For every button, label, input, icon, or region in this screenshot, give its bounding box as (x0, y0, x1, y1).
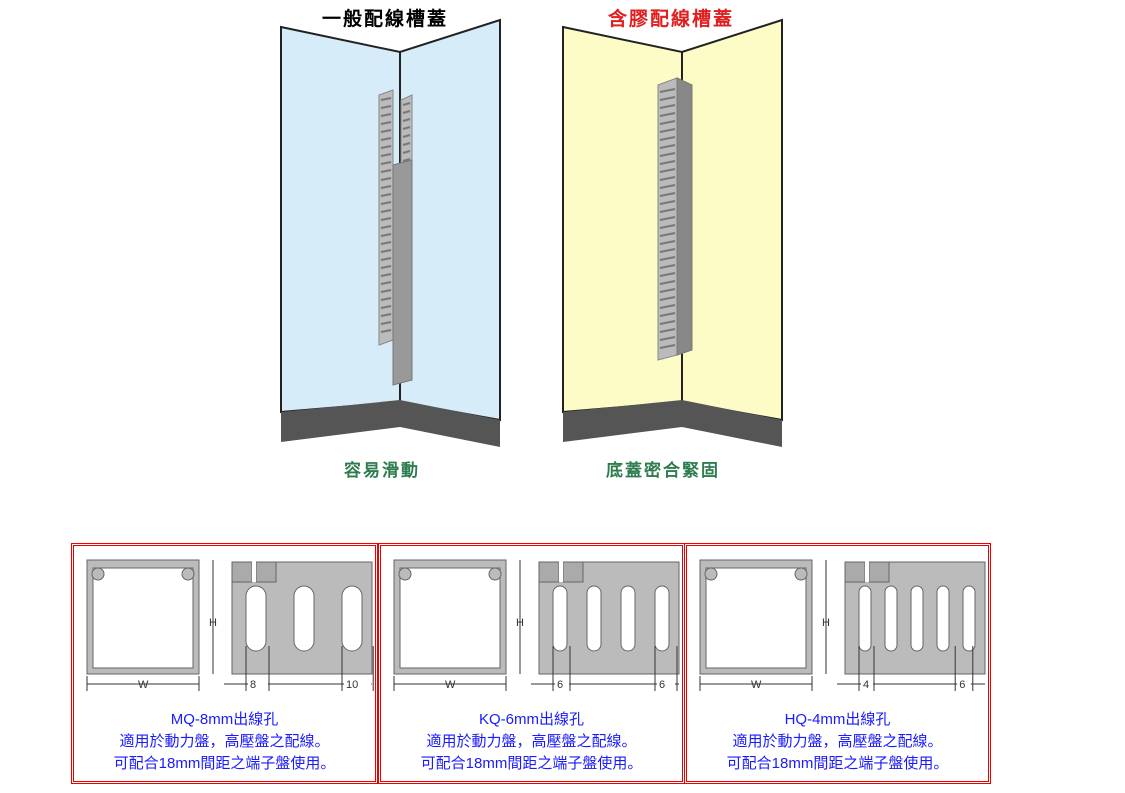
comb-side-view (844, 556, 986, 675)
left-panel-title: 一般配線槽蓋 (322, 8, 449, 30)
wire-slot (858, 585, 872, 652)
wire-slot (620, 585, 636, 652)
wire-slot (586, 585, 602, 652)
cross-section-diagram: H W 8 10 (86, 556, 374, 691)
dimension-lines (699, 560, 827, 691)
wire-slot (962, 585, 976, 652)
product-note: 可配合18mm間距之端子盤使用。 (113, 755, 336, 772)
dim-w-label: W (138, 679, 149, 691)
wire-slot (552, 585, 568, 652)
duct-cover-illustration (280, 18, 783, 447)
duct-profile (86, 559, 200, 675)
dim-h-label: H (822, 617, 830, 629)
right-corner-wall (562, 18, 783, 447)
dim-w-label: W (445, 679, 456, 691)
dimension-lines (393, 560, 521, 691)
product-usage: 適用於動力盤，高壓盤之配線。 (426, 733, 637, 750)
product-note: 可配合18mm間距之端子盤使用。 (726, 755, 949, 772)
product-usage: 適用於動力盤，高壓盤之配線。 (119, 733, 330, 750)
wire-slot (910, 585, 924, 652)
cross-section-diagram: H W 4 6 (699, 556, 986, 691)
slot-pitch-label: 6 (959, 679, 965, 691)
duct-profile (699, 559, 813, 675)
wire-slot (936, 585, 950, 652)
product-card-mq: H W 8 10 MQ-8mm出線孔適用於動力盤，高壓盤之配線。可配合18mm間… (71, 543, 378, 784)
wire-slot (341, 585, 363, 652)
dimension-lines (86, 560, 214, 691)
slot-pitch-label: 6 (659, 679, 665, 691)
duct-profile (393, 559, 507, 675)
product-card-kq: H W 6 6 KQ-6mm出線孔適用於動力盤，高壓盤之配線。可配合18mm間距… (378, 543, 685, 784)
dim-h-label: H (516, 617, 524, 629)
product-model: KQ-6mm出線孔 (478, 711, 584, 728)
right-panel-caption: 底蓋密合緊固 (606, 461, 720, 481)
dim-w-label: W (751, 679, 762, 691)
left-panel-caption: 容易滑動 (344, 461, 420, 481)
right-panel-title: 含膠配線槽蓋 (608, 8, 735, 30)
wire-slot (245, 585, 267, 652)
wire-slot (654, 585, 670, 652)
wire-slot (293, 585, 315, 652)
slot-width-label: 8 (250, 679, 256, 691)
slot-width-label: 4 (863, 679, 869, 691)
dim-h-label: H (209, 617, 217, 629)
slot-pitch-label: 10 (346, 679, 358, 691)
product-note: 可配合18mm間距之端子盤使用。 (420, 755, 643, 772)
product-model: MQ-8mm出線孔 (170, 711, 279, 728)
product-usage: 適用於動力盤，高壓盤之配線。 (732, 733, 943, 750)
wire-slot (884, 585, 898, 652)
comb-side-view (538, 556, 680, 675)
slot-width-label: 6 (557, 679, 563, 691)
product-model: HQ-4mm出線孔 (784, 711, 891, 728)
left-corner-wall (280, 18, 501, 447)
cross-section-diagram: H W 6 6 (393, 556, 680, 691)
comb-side-view (231, 556, 373, 675)
product-card-hq: H W 4 6 HQ-4mm出線孔適用於動力盤，高壓盤之配線。可配合18mm間距… (684, 543, 991, 784)
